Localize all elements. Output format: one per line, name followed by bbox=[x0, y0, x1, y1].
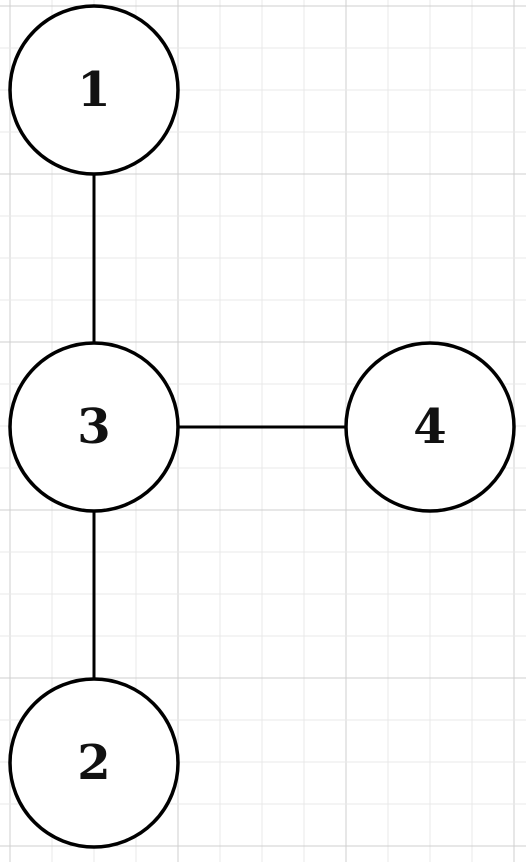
node-4[interactable]: 4 bbox=[344, 341, 516, 513]
node-3-circle bbox=[8, 341, 180, 513]
node-4-circle bbox=[344, 341, 516, 513]
node-2-label: 2 bbox=[77, 735, 110, 791]
edges-layer bbox=[92, 174, 346, 679]
node-4-label: 4 bbox=[413, 399, 446, 455]
node-1-label: 1 bbox=[77, 62, 110, 118]
node-2-circle bbox=[8, 677, 180, 849]
node-2[interactable]: 2 bbox=[8, 677, 180, 849]
nodes-layer: 1 3 4 2 bbox=[8, 4, 516, 849]
node-1[interactable]: 1 bbox=[8, 4, 180, 176]
node-3-label: 3 bbox=[77, 399, 110, 455]
node-1-circle bbox=[8, 4, 180, 176]
node-3[interactable]: 3 bbox=[8, 341, 180, 513]
